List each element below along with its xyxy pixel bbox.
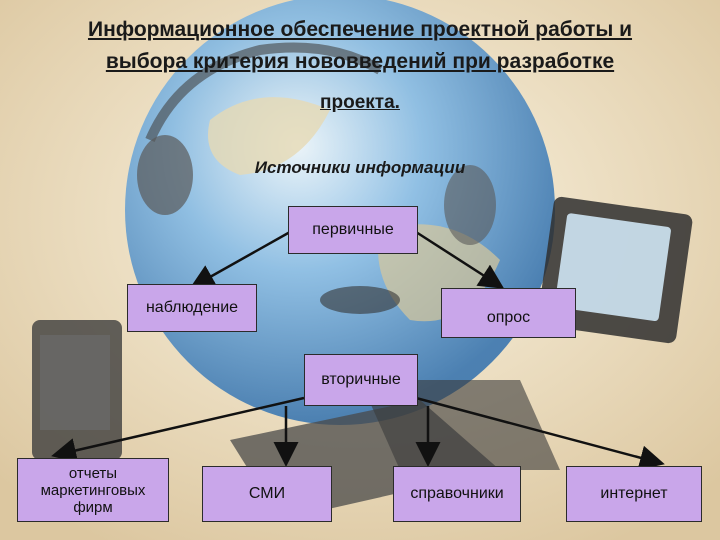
slide-title: Информационное обеспечение проектной раб… [20, 14, 700, 78]
node-survey: опрос [441, 288, 576, 338]
node-internet: интернет [566, 466, 702, 522]
node-media: СМИ [202, 466, 332, 522]
node-observation: наблюдение [127, 284, 257, 332]
title-line-3: проекта. [320, 92, 400, 113]
arrow-secondary-to-reports [51, 396, 305, 463]
node-reports: отчеты маркетинговых фирм [17, 458, 169, 522]
arrow-primary-to-observation [189, 230, 291, 289]
node-primary: первичные [288, 206, 418, 254]
title-line-2: выбора критерия нововведений при разрабо… [105, 50, 615, 73]
title-line-1: Информационное обеспечение проектной раб… [87, 18, 633, 41]
arrow-primary-to-survey [415, 230, 505, 289]
arrow-secondary-to-internet [415, 396, 665, 470]
node-references: справочники [393, 466, 521, 522]
node-secondary: вторичные [304, 354, 418, 406]
diagram-subtitle: Источники информации [254, 158, 466, 177]
